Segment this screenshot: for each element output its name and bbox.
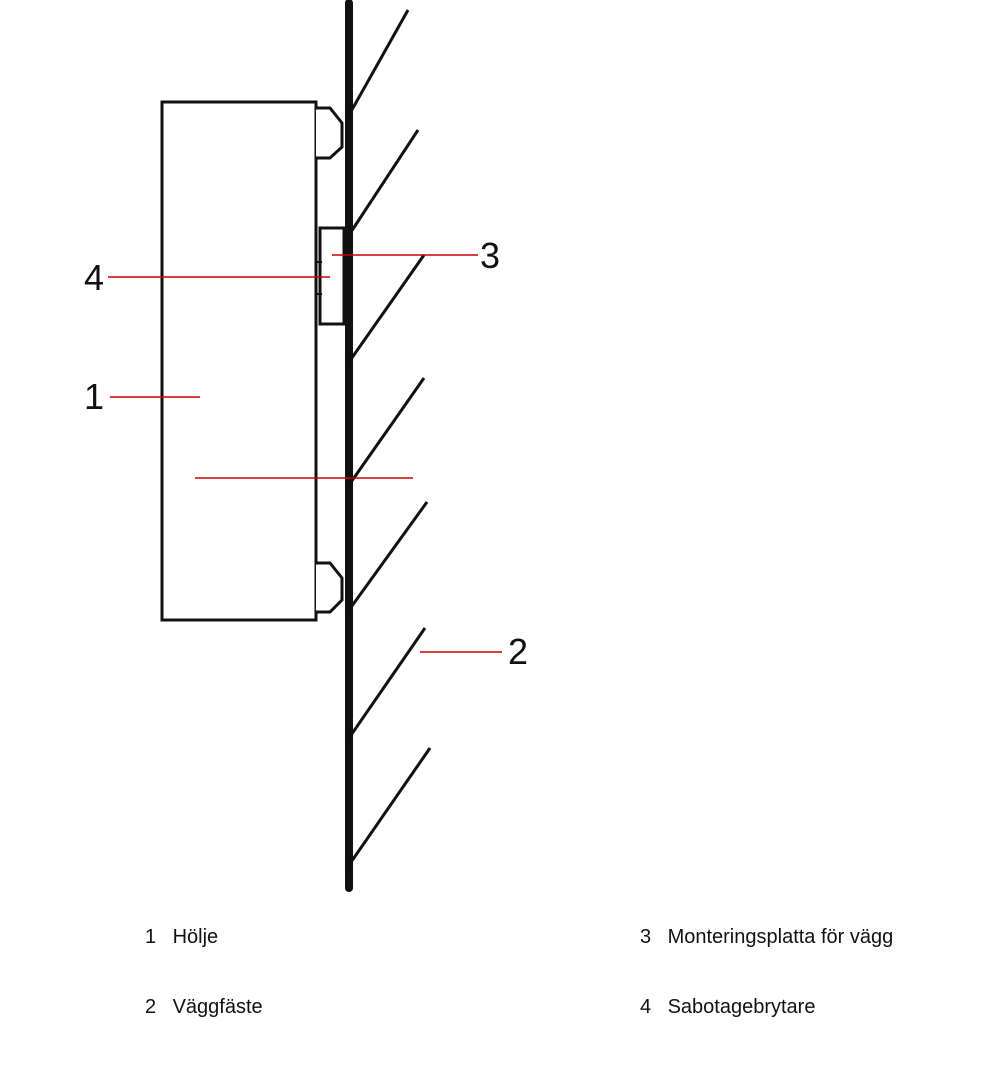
- legend-item-4: 4 Sabotagebrytare: [640, 996, 815, 1019]
- leader-lines: [108, 254, 502, 653]
- legend-item-2: 2 Väggfäste: [145, 996, 263, 1019]
- mounting-diagram: 1 2 3 4: [84, 0, 528, 892]
- legend-item-3: 3 Monteringsplatta för vägg: [640, 926, 893, 949]
- wall-mounting-plate: [318, 226, 346, 326]
- wall-hatching: [347, 9, 432, 866]
- legend-number: 2: [145, 996, 157, 1018]
- callout-4: 4: [84, 257, 104, 298]
- upper-mounting-lug: [316, 106, 344, 160]
- legend-label: Sabotagebrytare: [667, 996, 816, 1018]
- callout-1: 1: [84, 376, 104, 417]
- callout-2: 2: [508, 631, 528, 672]
- legend-label: Väggfäste: [172, 996, 263, 1018]
- housing-box: [160, 100, 318, 622]
- legend-number: 1: [145, 926, 157, 948]
- legend-number: 4: [640, 996, 652, 1018]
- lower-mounting-lug: [316, 561, 344, 614]
- legend-label: Monteringsplatta för vägg: [667, 926, 894, 948]
- callout-3: 3: [480, 235, 500, 276]
- legend-number: 3: [640, 926, 652, 948]
- tamper-switch: [315, 261, 322, 295]
- legend-label: Hölje: [172, 926, 219, 948]
- legend-item-1: 1 Hölje: [145, 926, 218, 949]
